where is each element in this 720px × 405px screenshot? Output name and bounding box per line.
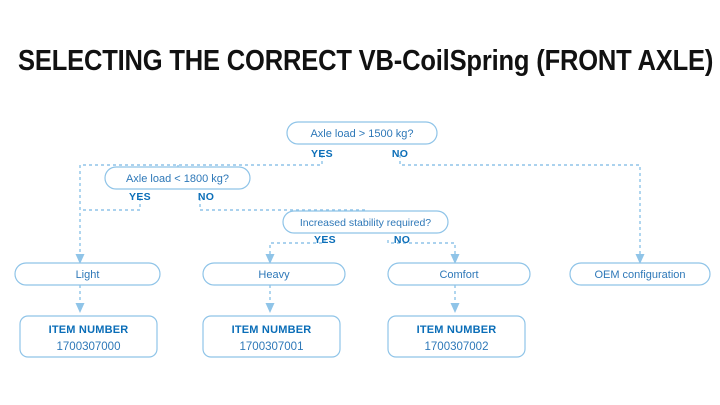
- item-light-heading: ITEM NUMBER: [49, 324, 129, 336]
- decision-3-yes-label: YES: [314, 234, 336, 246]
- result-light-label: Light: [76, 269, 100, 281]
- decision-2-no-label: NO: [198, 191, 214, 203]
- connector-d2-no: [199, 198, 366, 213]
- decision-1-no-label: NO: [392, 148, 408, 160]
- item-number-node-comfort[interactable]: ITEM NUMBER 1700307002: [387, 315, 526, 358]
- page-title: SELECTING THE CORRECT VB-CoilSpring (FRO…: [18, 45, 714, 77]
- decision-2-yes-label: YES: [129, 191, 151, 203]
- result-heavy-box[interactable]: [202, 262, 346, 286]
- connector-d3-yes: [265, 240, 326, 264]
- decision-2-question: Axle load < 1800 kg?: [126, 173, 229, 185]
- connector-heavy-to-item: [265, 285, 275, 313]
- connector-d2-yes: [80, 198, 141, 211]
- item-light-value: 1700307000: [57, 341, 121, 353]
- connector-d1-no: [399, 155, 645, 264]
- result-comfort-box[interactable]: [387, 262, 531, 286]
- result-light-box[interactable]: [14, 262, 161, 286]
- result-node-light[interactable]: Light: [14, 262, 161, 286]
- item-comfort-value: 1700307002: [425, 341, 489, 353]
- result-node-heavy[interactable]: Heavy: [202, 262, 346, 286]
- connector-light-to-item: [75, 285, 85, 313]
- decision-2-box[interactable]: [104, 166, 251, 190]
- result-node-oem[interactable]: OEM configuration: [569, 262, 711, 286]
- connector-comfort-to-item: [450, 285, 460, 313]
- decision-1-box[interactable]: [286, 121, 438, 145]
- decision-3-no-label: NO: [394, 234, 410, 246]
- item-heavy-box[interactable]: [202, 315, 341, 358]
- connector-d1-yes: [75, 155, 323, 264]
- decision-1-question: Axle load > 1500 kg?: [310, 128, 413, 140]
- item-heavy-heading: ITEM NUMBER: [232, 324, 312, 336]
- result-node-comfort[interactable]: Comfort: [387, 262, 531, 286]
- item-number-node-heavy[interactable]: ITEM NUMBER 1700307001: [202, 315, 341, 358]
- decision-node-axle-load-1500[interactable]: Axle load > 1500 kg? YES NO: [286, 121, 438, 160]
- result-oem-label: OEM configuration: [594, 269, 685, 281]
- decision-node-increased-stability[interactable]: Increased stability required? YES NO: [282, 210, 449, 246]
- item-comfort-heading: ITEM NUMBER: [417, 324, 497, 336]
- decision-3-box[interactable]: [282, 210, 449, 234]
- item-heavy-value: 1700307001: [240, 341, 304, 353]
- decision-1-yes-label: YES: [311, 148, 333, 160]
- decision-node-axle-load-1800[interactable]: Axle load < 1800 kg? YES NO: [104, 166, 251, 203]
- decision-3-question: Increased stability required?: [300, 217, 431, 229]
- item-number-node-light[interactable]: ITEM NUMBER 1700307000: [19, 315, 158, 358]
- result-heavy-label: Heavy: [258, 269, 290, 281]
- connector-d3-no: [387, 240, 460, 264]
- item-light-box[interactable]: [19, 315, 158, 358]
- result-comfort-label: Comfort: [439, 269, 478, 281]
- result-oem-box[interactable]: [569, 262, 711, 286]
- item-comfort-box[interactable]: [387, 315, 526, 358]
